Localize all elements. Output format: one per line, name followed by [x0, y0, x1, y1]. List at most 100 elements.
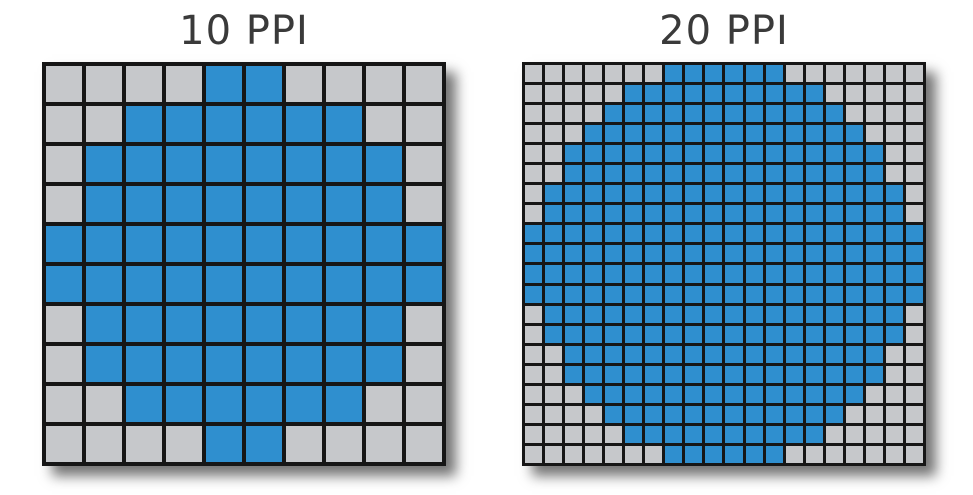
pixel-grid-10ppi-frame: [42, 62, 446, 466]
pixel-filled: [246, 186, 282, 222]
pixel-filled: [605, 405, 623, 423]
pixel-filled: [845, 205, 863, 223]
pixel-filled: [745, 345, 763, 363]
pixel-filled: [765, 365, 783, 383]
pixel-empty: [525, 165, 543, 183]
pixel-filled: [785, 245, 803, 263]
pixel-filled: [705, 65, 723, 83]
pixel-filled: [585, 325, 603, 343]
pixel-filled: [885, 245, 903, 263]
pixel-filled: [725, 325, 743, 343]
pixel-filled: [745, 105, 763, 123]
pixel-filled: [406, 266, 442, 302]
pixel-filled: [845, 245, 863, 263]
pixel-empty: [905, 405, 923, 423]
pixel-filled: [765, 85, 783, 103]
pixel-empty: [525, 85, 543, 103]
pixel-filled: [765, 385, 783, 403]
pixel-filled: [585, 305, 603, 323]
pixel-filled: [905, 285, 923, 303]
pixel-filled: [206, 346, 242, 382]
pixel-filled: [326, 306, 362, 342]
pixel-filled: [206, 306, 242, 342]
pixel-filled: [665, 205, 683, 223]
pixel-filled: [745, 325, 763, 343]
pixel-filled: [625, 325, 643, 343]
pixel-filled: [825, 125, 843, 143]
pixel-filled: [765, 405, 783, 423]
pixel-filled: [645, 365, 663, 383]
pixel-filled: [545, 305, 563, 323]
pixel-filled: [46, 226, 82, 262]
pixel-empty: [905, 425, 923, 443]
pixel-empty: [605, 65, 623, 83]
pixel-filled: [705, 345, 723, 363]
pixel-filled: [286, 186, 322, 222]
pixel-filled: [605, 225, 623, 243]
pixel-filled: [326, 146, 362, 182]
pixel-filled: [625, 285, 643, 303]
pixel-filled: [785, 165, 803, 183]
pixel-filled: [805, 425, 823, 443]
pixel-filled: [605, 365, 623, 383]
pixel-filled: [745, 225, 763, 243]
pixel-filled: [645, 125, 663, 143]
pixel-empty: [326, 66, 362, 102]
pixel-empty: [545, 105, 563, 123]
pixel-filled: [525, 285, 543, 303]
pixel-filled: [785, 365, 803, 383]
pixel-filled: [86, 266, 122, 302]
pixel-empty: [865, 85, 883, 103]
pixel-filled: [885, 285, 903, 303]
pixel-empty: [46, 66, 82, 102]
pixel-empty: [525, 445, 543, 463]
pixel-filled: [645, 205, 663, 223]
pixel-filled: [865, 205, 883, 223]
pixel-filled: [286, 226, 322, 262]
pixel-filled: [665, 125, 683, 143]
pixel-filled: [685, 185, 703, 203]
pixel-empty: [885, 105, 903, 123]
pixel-filled: [366, 146, 402, 182]
pixel-filled: [585, 145, 603, 163]
pixel-filled: [765, 145, 783, 163]
pixel-filled: [785, 125, 803, 143]
pixel-empty: [46, 386, 82, 422]
pixel-empty: [545, 365, 563, 383]
pixel-filled: [825, 405, 843, 423]
pixel-filled: [206, 266, 242, 302]
pixel-filled: [246, 386, 282, 422]
pixel-filled: [126, 386, 162, 422]
pixel-filled: [825, 165, 843, 183]
pixel-filled: [206, 146, 242, 182]
pixel-filled: [665, 445, 683, 463]
pixel-filled: [705, 245, 723, 263]
pixel-empty: [585, 85, 603, 103]
pixel-filled: [645, 245, 663, 263]
pixel-empty: [525, 145, 543, 163]
pixel-empty: [525, 425, 543, 443]
pixel-empty: [865, 105, 883, 123]
pixel-filled: [366, 186, 402, 222]
pixel-filled: [605, 285, 623, 303]
pixel-filled: [206, 106, 242, 142]
pixel-filled: [825, 285, 843, 303]
pixel-filled: [565, 345, 583, 363]
pixel-empty: [905, 305, 923, 323]
pixel-empty: [885, 445, 903, 463]
pixel-empty: [885, 165, 903, 183]
pixel-empty: [326, 426, 362, 462]
pixel-filled: [745, 445, 763, 463]
pixel-filled: [845, 305, 863, 323]
pixel-empty: [525, 305, 543, 323]
pixel-filled: [366, 346, 402, 382]
pixel-filled: [545, 205, 563, 223]
pixel-empty: [86, 426, 122, 462]
pixel-filled: [605, 105, 623, 123]
pixel-filled: [625, 105, 643, 123]
pixel-empty: [905, 365, 923, 383]
pixel-filled: [86, 146, 122, 182]
pixel-filled: [166, 266, 202, 302]
pixel-filled: [885, 185, 903, 203]
